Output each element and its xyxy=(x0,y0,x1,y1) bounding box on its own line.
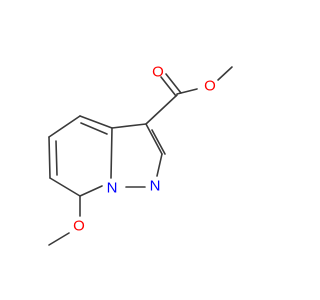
bond-c5-c6 xyxy=(48,136,51,179)
bond-o-methoxy-methyl xyxy=(48,232,70,246)
bond-ring-to-carbonyl xyxy=(145,94,178,125)
bond-c6-c7 xyxy=(49,177,81,197)
bond-c5-c6-inner xyxy=(55,140,58,176)
bond-c3-c3a xyxy=(111,123,147,129)
molecule-structure: O O N N O xyxy=(48,64,233,246)
atom-n-bridge: N xyxy=(107,180,118,197)
bond-c3a-c4-inner xyxy=(80,122,108,135)
atom-o-ester: O xyxy=(204,78,216,95)
bond-c3-c2-inner xyxy=(151,129,166,155)
bond-carbonyl-double-a xyxy=(160,76,177,97)
bond-carbonyl-double-b xyxy=(165,73,182,94)
bond-carbonyl-c-o-ester xyxy=(176,88,198,95)
bond-c3a-c4 xyxy=(79,115,113,129)
atom-o-methoxy: O xyxy=(73,218,85,235)
bond-c4-c5 xyxy=(48,115,81,138)
bond-c2-n xyxy=(156,153,163,177)
bond-ester-o-methyl xyxy=(217,66,233,81)
bond-c3a-nbridge xyxy=(110,127,113,179)
bond-c7-nbridge xyxy=(79,185,103,197)
bond-c3-c2-double xyxy=(145,123,163,155)
atom-o-carbonyl: O xyxy=(152,64,164,81)
atom-n-ring: N xyxy=(150,178,161,195)
